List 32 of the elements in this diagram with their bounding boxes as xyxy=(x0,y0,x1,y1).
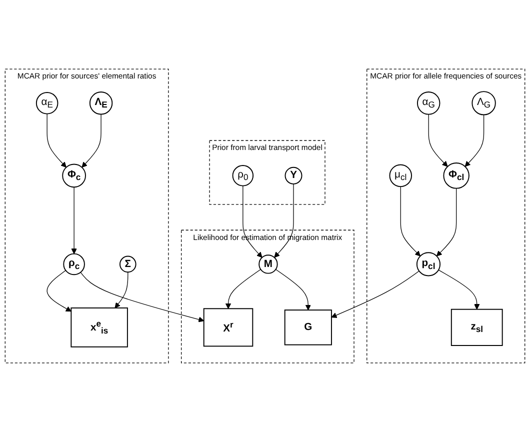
arrow xyxy=(242,185,262,258)
node-circle: Φ$_{cl}$ xyxy=(443,162,470,189)
arrow xyxy=(225,269,262,309)
node-circle: ρ$_{0}$ xyxy=(232,165,254,186)
arrow xyxy=(46,114,66,168)
arrow xyxy=(331,270,420,318)
node-circle: α$_{G}$ xyxy=(416,92,440,115)
arrow xyxy=(428,114,448,167)
node-circle: Φ$_{c}$ xyxy=(62,164,86,188)
arrow xyxy=(275,269,311,310)
node-circle: p$_{cl}$ xyxy=(416,252,441,276)
node-box: z$_{sl}$ xyxy=(450,308,503,346)
node-circle: Y xyxy=(284,166,302,184)
node-circle: M xyxy=(258,254,278,274)
arrow xyxy=(82,114,102,168)
node-circle: ρ$_{c}$ xyxy=(63,253,85,276)
node-box: G xyxy=(284,310,332,346)
arrow xyxy=(46,270,72,312)
node-circle: α$_{E}$ xyxy=(36,92,58,114)
node-circle: Λ$_{G}$ xyxy=(472,91,496,116)
arrow xyxy=(114,272,128,308)
arrow xyxy=(80,272,204,322)
node-circle: μ$_{cl}$ xyxy=(389,164,412,188)
arrow xyxy=(400,186,421,256)
node-box: X$^{r}$ xyxy=(203,308,254,347)
arrow xyxy=(464,114,484,167)
node-circle: Σ xyxy=(120,256,136,273)
arrow xyxy=(71,186,77,254)
arrow xyxy=(436,188,457,256)
arrow xyxy=(438,270,480,310)
node-circle: Λ$_{E}$ xyxy=(89,92,113,115)
arrow xyxy=(274,184,294,258)
